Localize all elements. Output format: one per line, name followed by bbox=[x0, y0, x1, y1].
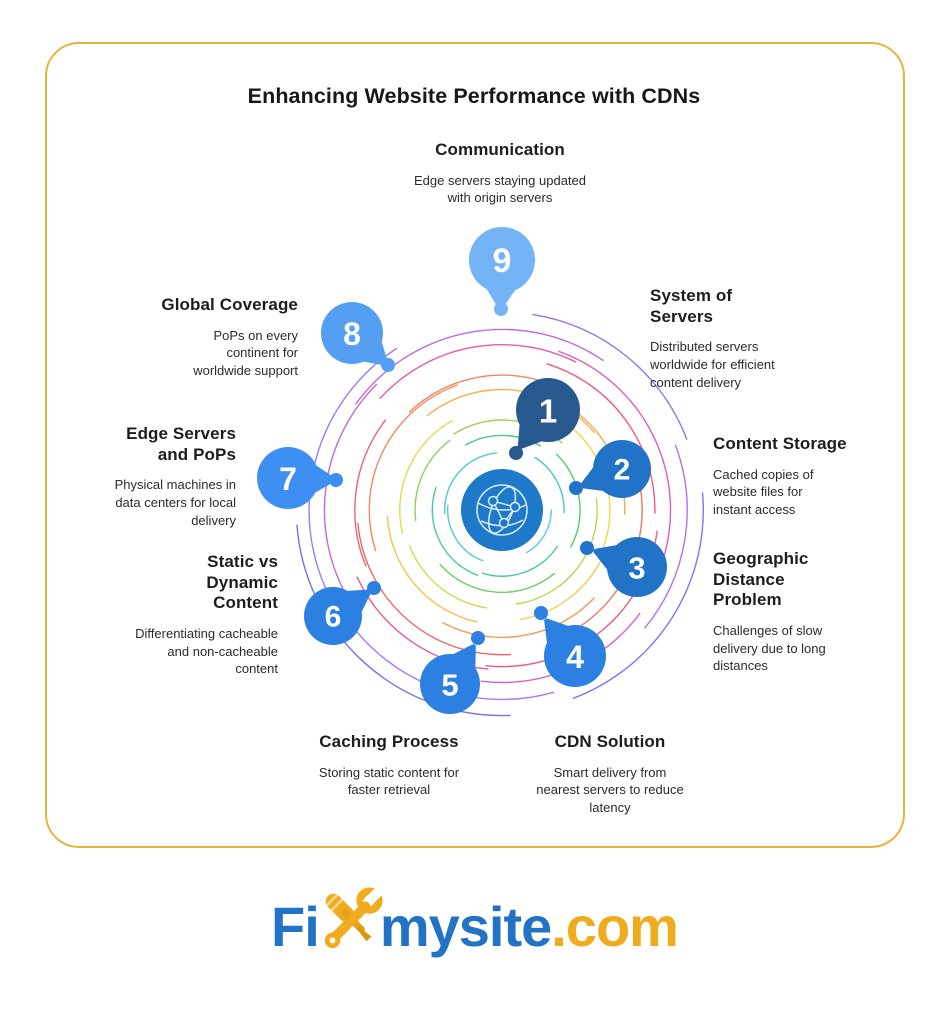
step-bubble-8: 8 bbox=[321, 302, 388, 366]
step-label-communication: Communication Edge servers staying updat… bbox=[350, 140, 650, 207]
logo-text-com: .com bbox=[551, 895, 679, 958]
step-label-geographic-distance-problem: Geographic Distance Problem Challenges o… bbox=[713, 549, 873, 675]
step-description: Smart delivery from nearest servers to r… bbox=[536, 764, 684, 815]
spiral-arc bbox=[408, 374, 542, 413]
page-title: Enhancing Website Performance with CDNs bbox=[247, 84, 701, 108]
spiral-arc bbox=[447, 504, 484, 562]
step-label-caching-process: Caching Process Storing static content f… bbox=[300, 732, 478, 799]
spiral-arc bbox=[444, 452, 498, 514]
step-bubble-1: 1 bbox=[516, 378, 580, 450]
step-number: 5 bbox=[441, 668, 458, 703]
step-number: 4 bbox=[566, 639, 584, 675]
spiral-arc bbox=[442, 597, 595, 639]
step-bubble-6: 6 bbox=[304, 587, 372, 645]
spiral-arc bbox=[519, 548, 607, 621]
step-title: Geographic Distance Problem bbox=[713, 549, 809, 610]
step-title: CDN Solution bbox=[554, 732, 666, 751]
spiral-arc bbox=[386, 515, 478, 623]
step-dot-1 bbox=[509, 446, 523, 460]
step-title: System of Servers bbox=[650, 286, 733, 326]
step-number: 3 bbox=[628, 551, 645, 586]
spiral-arc bbox=[357, 522, 512, 656]
step-label-static-vs-dynamic-content: Static vs Dynamic Content Differentiatin… bbox=[108, 552, 278, 678]
step-number: 2 bbox=[614, 454, 631, 487]
spiral-arc bbox=[354, 419, 387, 567]
step-title: Content Storage bbox=[713, 434, 847, 453]
step-label-system-of-servers: System of Servers Distributed servers wo… bbox=[650, 286, 820, 391]
bubble-circle bbox=[321, 302, 383, 364]
bubble-circle bbox=[607, 537, 667, 597]
step-title: Caching Process bbox=[319, 732, 459, 751]
spiral-arc bbox=[555, 453, 581, 548]
step-title: Communication bbox=[435, 140, 565, 159]
spiral-arc bbox=[532, 313, 688, 440]
spiral-arc bbox=[439, 563, 555, 594]
step-dot-5 bbox=[471, 631, 485, 645]
step-number: 8 bbox=[343, 316, 361, 352]
step-title: Static vs Dynamic Content bbox=[206, 552, 278, 613]
spiral-arc bbox=[399, 420, 453, 534]
spiral-arc bbox=[368, 384, 458, 552]
spiral-arc bbox=[558, 350, 672, 562]
spiral-arc bbox=[323, 383, 378, 597]
step-label-global-coverage: Global Coverage PoPs on every continent … bbox=[88, 295, 298, 379]
crossed-tools-x-icon bbox=[316, 886, 384, 954]
step-label-content-storage: Content Storage Cached copies of website… bbox=[713, 434, 893, 518]
spiral-arc bbox=[431, 486, 478, 576]
step-dot-3 bbox=[580, 541, 594, 555]
center-hub bbox=[461, 469, 543, 551]
step-number: 1 bbox=[539, 393, 557, 430]
spiral-arc bbox=[355, 328, 604, 405]
step-bubble-3: 3 bbox=[593, 537, 667, 597]
logo-fixmysite[interactable]: Fi mysite .com bbox=[0, 886, 949, 961]
step-description: Differentiating cacheable and non-cachea… bbox=[135, 626, 278, 677]
logo-text-fi: Fi bbox=[271, 895, 320, 958]
step-number: 9 bbox=[493, 242, 512, 280]
step-label-edge-servers-and-pops: Edge Servers and PoPs Physical machines … bbox=[61, 424, 236, 529]
spiral-arc bbox=[515, 498, 598, 605]
step-description: Distributed servers worldwide for effici… bbox=[650, 339, 775, 390]
spiral-arc bbox=[379, 343, 577, 400]
network-globe-icon bbox=[476, 484, 528, 536]
spiral-arc bbox=[408, 545, 488, 609]
step-dot-2 bbox=[569, 481, 583, 495]
step-number: 6 bbox=[325, 601, 342, 634]
spiral-arc bbox=[534, 456, 565, 514]
step-title: Global Coverage bbox=[161, 295, 298, 314]
bubble-circle bbox=[420, 654, 480, 714]
spiral-arc bbox=[572, 492, 704, 699]
bubble-circle bbox=[593, 440, 651, 498]
spiral-arc bbox=[644, 444, 688, 629]
step-bubble-9: 9 bbox=[469, 227, 535, 310]
step-label-cdn-solution: CDN Solution Smart delivery from nearest… bbox=[535, 732, 685, 816]
step-description: PoPs on every continent for worldwide su… bbox=[193, 327, 298, 378]
step-description: Edge servers staying updated with origin… bbox=[414, 172, 586, 206]
step-title: Edge Servers and PoPs bbox=[126, 424, 236, 464]
markers-layer: 1 2 3 4 5 6 7 8 9 bbox=[257, 227, 667, 714]
spiral-arc bbox=[546, 363, 656, 514]
step-bubble-4: 4 bbox=[544, 618, 606, 687]
spiral-arc bbox=[414, 439, 451, 522]
step-description: Cached copies of website files for insta… bbox=[713, 466, 814, 517]
bubble-circle bbox=[469, 227, 535, 293]
step-number: 7 bbox=[279, 461, 297, 497]
step-dot-4 bbox=[534, 606, 548, 620]
bubble-circle bbox=[516, 378, 580, 442]
step-bubble-2: 2 bbox=[579, 440, 651, 498]
bubble-circle bbox=[304, 587, 362, 645]
step-description: Storing static content for faster retrie… bbox=[318, 764, 460, 798]
spiral-arc bbox=[525, 509, 552, 554]
step-bubble-7: 7 bbox=[257, 447, 336, 509]
step-bubble-5: 5 bbox=[420, 644, 480, 714]
spiral-arc bbox=[296, 524, 511, 717]
step-description: Physical machines in data centers for lo… bbox=[114, 477, 236, 528]
logo-text-mysite: mysite bbox=[379, 895, 552, 958]
bubble-circle bbox=[257, 447, 319, 509]
spiral-arc bbox=[481, 545, 559, 577]
step-description: Challenges of slow delivery due to long … bbox=[713, 623, 826, 674]
bubble-circle bbox=[544, 625, 606, 687]
